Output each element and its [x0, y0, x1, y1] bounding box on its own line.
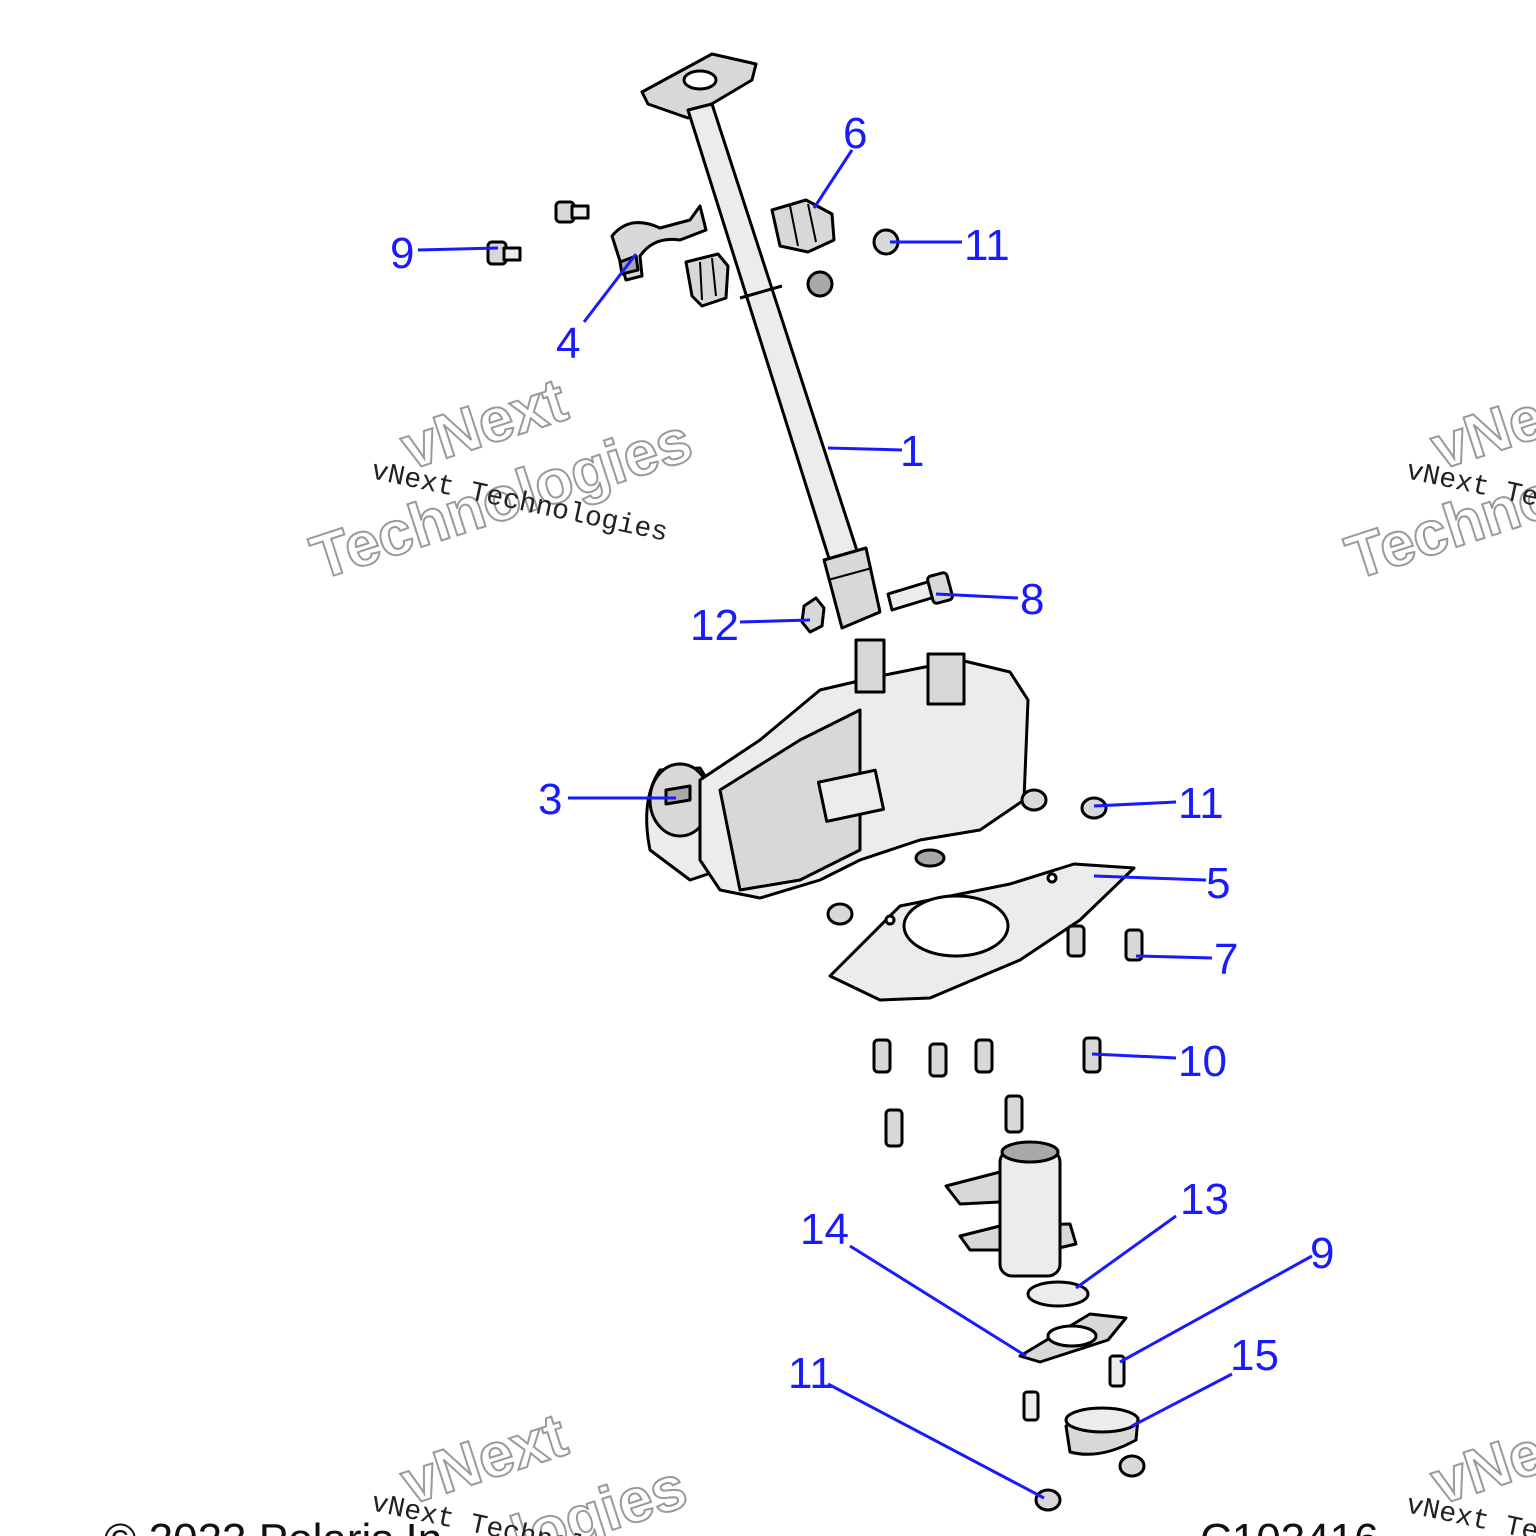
callout-labels: 6 11 9 4 1 8 12 3 11 5 7 10 13 14 9 15 1…	[390, 109, 1334, 1398]
part-steering-shaft	[640, 52, 882, 630]
callout-14: 14	[800, 1205, 849, 1254]
callout-11-mid: 11	[1178, 779, 1224, 828]
callout-13: 13	[1180, 1175, 1229, 1224]
callout-12: 12	[690, 601, 739, 650]
bolt-9-top-a	[554, 200, 590, 224]
nut-11-top	[806, 228, 900, 298]
bolt-8	[886, 571, 954, 612]
part-power-steering-unit	[645, 638, 1108, 900]
bolts-7	[1066, 924, 1144, 962]
callout-9-bottom: 9	[1310, 1229, 1334, 1278]
callout-5: 5	[1206, 859, 1230, 908]
part-seal-ring	[1026, 1280, 1090, 1308]
callout-1: 1	[900, 427, 924, 476]
copyright-text: © 2023 Polaris In	[104, 1515, 442, 1536]
figure-code: C103416	[1200, 1515, 1379, 1536]
callout-8: 8	[1020, 575, 1044, 624]
callout-3: 3	[538, 775, 562, 824]
watermark-right: vNe Technolo vNext Te	[1337, 382, 1536, 595]
part-mounting-plate	[826, 862, 1136, 1002]
part-bearing	[1064, 1406, 1140, 1456]
callout-15: 15	[1230, 1331, 1279, 1380]
callout-4: 4	[556, 319, 580, 368]
part-seal-plate	[1018, 1312, 1128, 1364]
callout-9-top: 9	[390, 229, 414, 278]
bolts-10	[872, 1036, 1102, 1148]
nut-12	[800, 596, 826, 634]
nuts-11-bottom	[1034, 1454, 1146, 1512]
part-bushing-lower	[684, 252, 730, 308]
bolt-9-top-b	[486, 240, 522, 266]
leader-lines	[417, 149, 1313, 1500]
watermark-bottom-right: vNe vNext Te	[1403, 1417, 1536, 1536]
watermark-left: vNext Technologies vNext Technologies	[302, 365, 701, 595]
callout-7: 7	[1214, 935, 1238, 984]
callout-10: 10	[1178, 1037, 1227, 1086]
callout-11-top: 11	[964, 221, 1010, 270]
bolts-9-bottom	[1022, 1354, 1126, 1422]
callout-6: 6	[843, 109, 867, 158]
part-pitman-arm	[944, 1140, 1078, 1278]
footer: © 2023 Polaris In C103416	[104, 1515, 1379, 1536]
part-bushing-upper	[770, 198, 836, 254]
callout-11-bottom: 11	[788, 1349, 834, 1398]
